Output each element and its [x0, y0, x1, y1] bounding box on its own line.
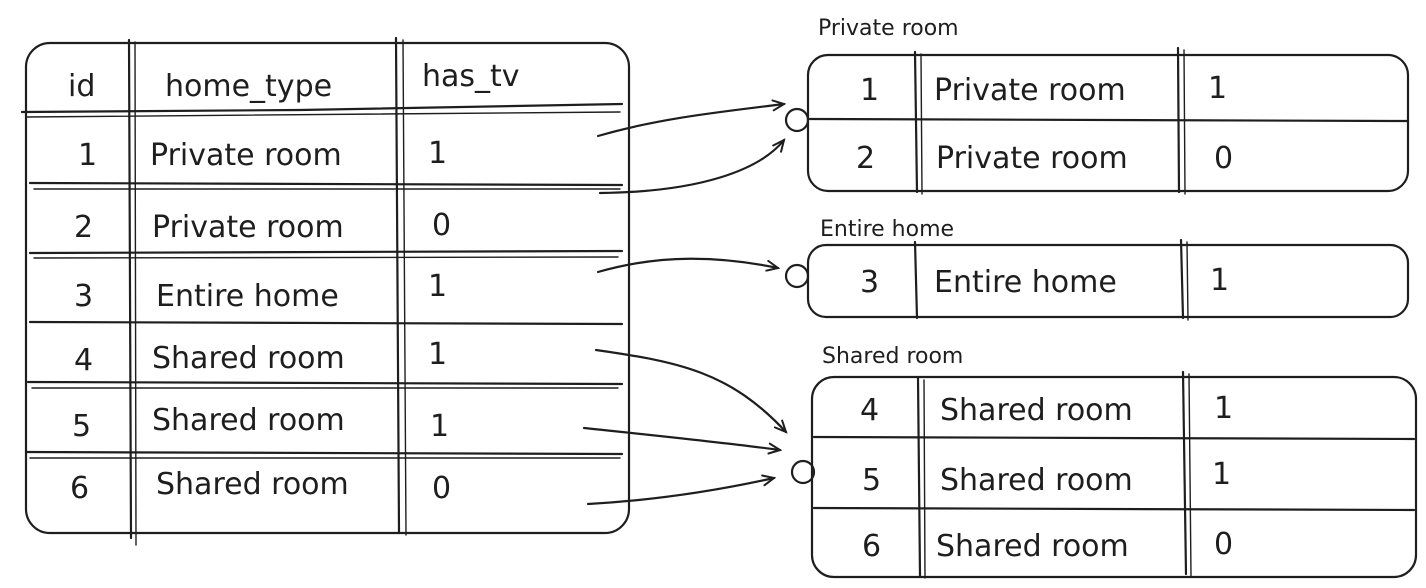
group-cell-id: 6 [862, 529, 881, 564]
arrow-row-2 [598, 140, 784, 195]
source-cell-home-type: Entire home [156, 279, 339, 314]
group-label-entire-home: Entire home [820, 217, 954, 242]
group-cell-has-tv: 0 [1214, 141, 1233, 176]
group-row-divider [808, 117, 1410, 123]
group-row: 1 Private room 1 [860, 71, 1227, 108]
source-cell-id: 3 [74, 279, 93, 314]
source-cell-has-tv: 0 [432, 208, 451, 243]
source-cell-home-type: Shared room [152, 341, 345, 376]
source-row: 5 Shared room 1 [72, 403, 449, 444]
group-arrows [582, 104, 786, 506]
group-row: 6 Shared room 0 [862, 527, 1233, 564]
source-cell-home-type: Private room [152, 210, 344, 245]
source-table-border [24, 41, 631, 535]
source-row-divider [33, 256, 619, 259]
group-col-divider [1186, 241, 1189, 321]
group-cell-home-type: Private room [936, 141, 1128, 176]
source-col-divider [127, 38, 133, 540]
source-row-divider [28, 249, 624, 255]
group-table-entire-home: 3 Entire home 1 [784, 238, 1410, 321]
arrow-row-1 [596, 104, 784, 138]
group-cell-has-tv: 1 [1208, 71, 1227, 106]
group-row-divider [812, 506, 1416, 512]
source-row-divider [28, 181, 624, 187]
source-header-id: id [68, 69, 95, 104]
group-anchor-circle [784, 107, 810, 133]
group-row: 2 Private room 0 [856, 141, 1233, 176]
group-col-divider [913, 240, 919, 320]
source-table: id home_type has_tv 1 Private room 1 2 P… [20, 36, 631, 546]
source-cell-home-type: Private room [150, 138, 342, 173]
source-row: 2 Private room 0 [74, 208, 451, 245]
source-cell-id: 1 [78, 138, 97, 173]
arrow-row-4 [594, 348, 786, 432]
group-cell-home-type: Entire home [934, 265, 1117, 300]
group-cell-id: 1 [860, 73, 879, 108]
group-row: 4 Shared room 1 [860, 391, 1233, 428]
source-col-divider [134, 41, 137, 546]
arrow-row-3 [596, 257, 778, 274]
group-label-shared-room: Shared room [822, 344, 963, 369]
source-cell-has-tv: 0 [432, 471, 451, 506]
group-cell-id: 5 [862, 463, 881, 498]
group-anchor-circle [790, 459, 816, 485]
group-col-divider [913, 50, 919, 194]
group-col-divider [1188, 373, 1192, 577]
group-cell-has-tv: 1 [1212, 457, 1231, 492]
source-cell-home-type: Shared room [152, 403, 345, 438]
source-header-home-type: home_type [165, 69, 332, 104]
group-table-private-room: 1 Private room 1 2 Private room 0 [784, 46, 1410, 195]
group-row-divider [812, 435, 1416, 441]
arrow-row-6 [586, 478, 774, 506]
source-cell-has-tv: 1 [428, 337, 447, 372]
source-cell-has-tv: 1 [430, 409, 449, 444]
group-col-divider [1181, 370, 1188, 576]
source-cell-has-tv: 1 [428, 269, 447, 304]
group-cell-home-type: Shared room [940, 393, 1133, 428]
group-cell-has-tv: 1 [1210, 263, 1229, 298]
group-label-private-room: Private room [818, 16, 959, 41]
source-cell-id: 6 [70, 471, 89, 506]
source-row: 4 Shared room 1 [74, 337, 447, 378]
group-cell-id: 2 [856, 141, 875, 176]
group-col-divider [920, 53, 923, 195]
source-row-divider [26, 380, 624, 386]
group-col-divider [916, 376, 922, 578]
source-header-has-tv: has_tv [422, 59, 520, 94]
group-row: 3 Entire home 1 [860, 263, 1229, 300]
source-cell-has-tv: 1 [428, 136, 447, 171]
source-row-divider [20, 102, 624, 114]
source-row: 3 Entire home 1 [74, 269, 447, 314]
source-cell-id: 5 [72, 409, 91, 444]
group-cell-home-type: Private room [934, 73, 1126, 108]
source-row: 6 Shared room 0 [70, 467, 451, 506]
group-col-divider [923, 379, 926, 579]
source-row: 1 Private room 1 [78, 136, 447, 173]
source-cell-id: 4 [74, 343, 93, 378]
group-col-divider [1179, 238, 1185, 320]
group-anchor-circle [784, 263, 810, 289]
group-cell-id: 3 [860, 265, 879, 300]
source-col-divider [394, 36, 401, 534]
source-cell-id: 2 [74, 210, 93, 245]
source-row-divider [25, 111, 621, 118]
group-cell-has-tv: 0 [1214, 527, 1233, 562]
arrow-row-5 [582, 426, 780, 450]
group-cell-home-type: Shared room [940, 463, 1133, 498]
group-row: 5 Shared room 1 [862, 457, 1231, 498]
group-cell-home-type: Shared room [936, 529, 1129, 564]
group-cell-id: 4 [860, 393, 879, 428]
source-row-divider [24, 450, 624, 456]
source-row-divider [28, 320, 624, 326]
group-table-shared-room: 4 Shared room 1 5 Shared room 1 6 Shared… [790, 370, 1418, 579]
source-cell-home-type: Shared room [156, 467, 349, 502]
group-cell-has-tv: 1 [1214, 391, 1233, 426]
group-col-divider [1183, 49, 1186, 195]
